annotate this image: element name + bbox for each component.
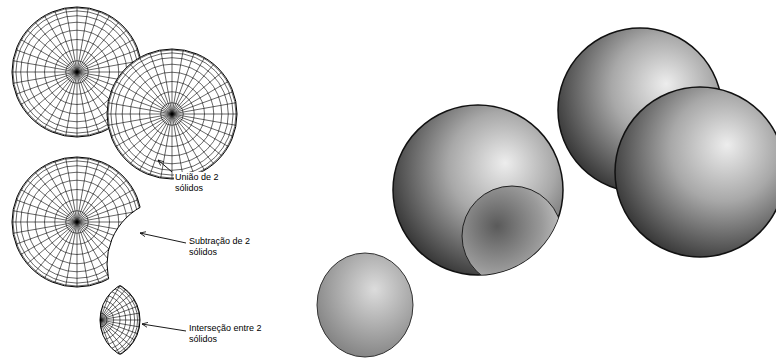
wireframe-union [12, 7, 237, 179]
callout-label: União de 2 sólidos [174, 172, 220, 194]
callout-label: Interseção entre 2 sólidos [188, 323, 264, 345]
shaded-subtraction [393, 105, 563, 286]
shaded-intersection [317, 253, 413, 357]
wireframe-intersection [60, 280, 180, 360]
shaded-union [558, 28, 776, 257]
callout-label: Subtração de 2 sólidos [188, 236, 252, 258]
